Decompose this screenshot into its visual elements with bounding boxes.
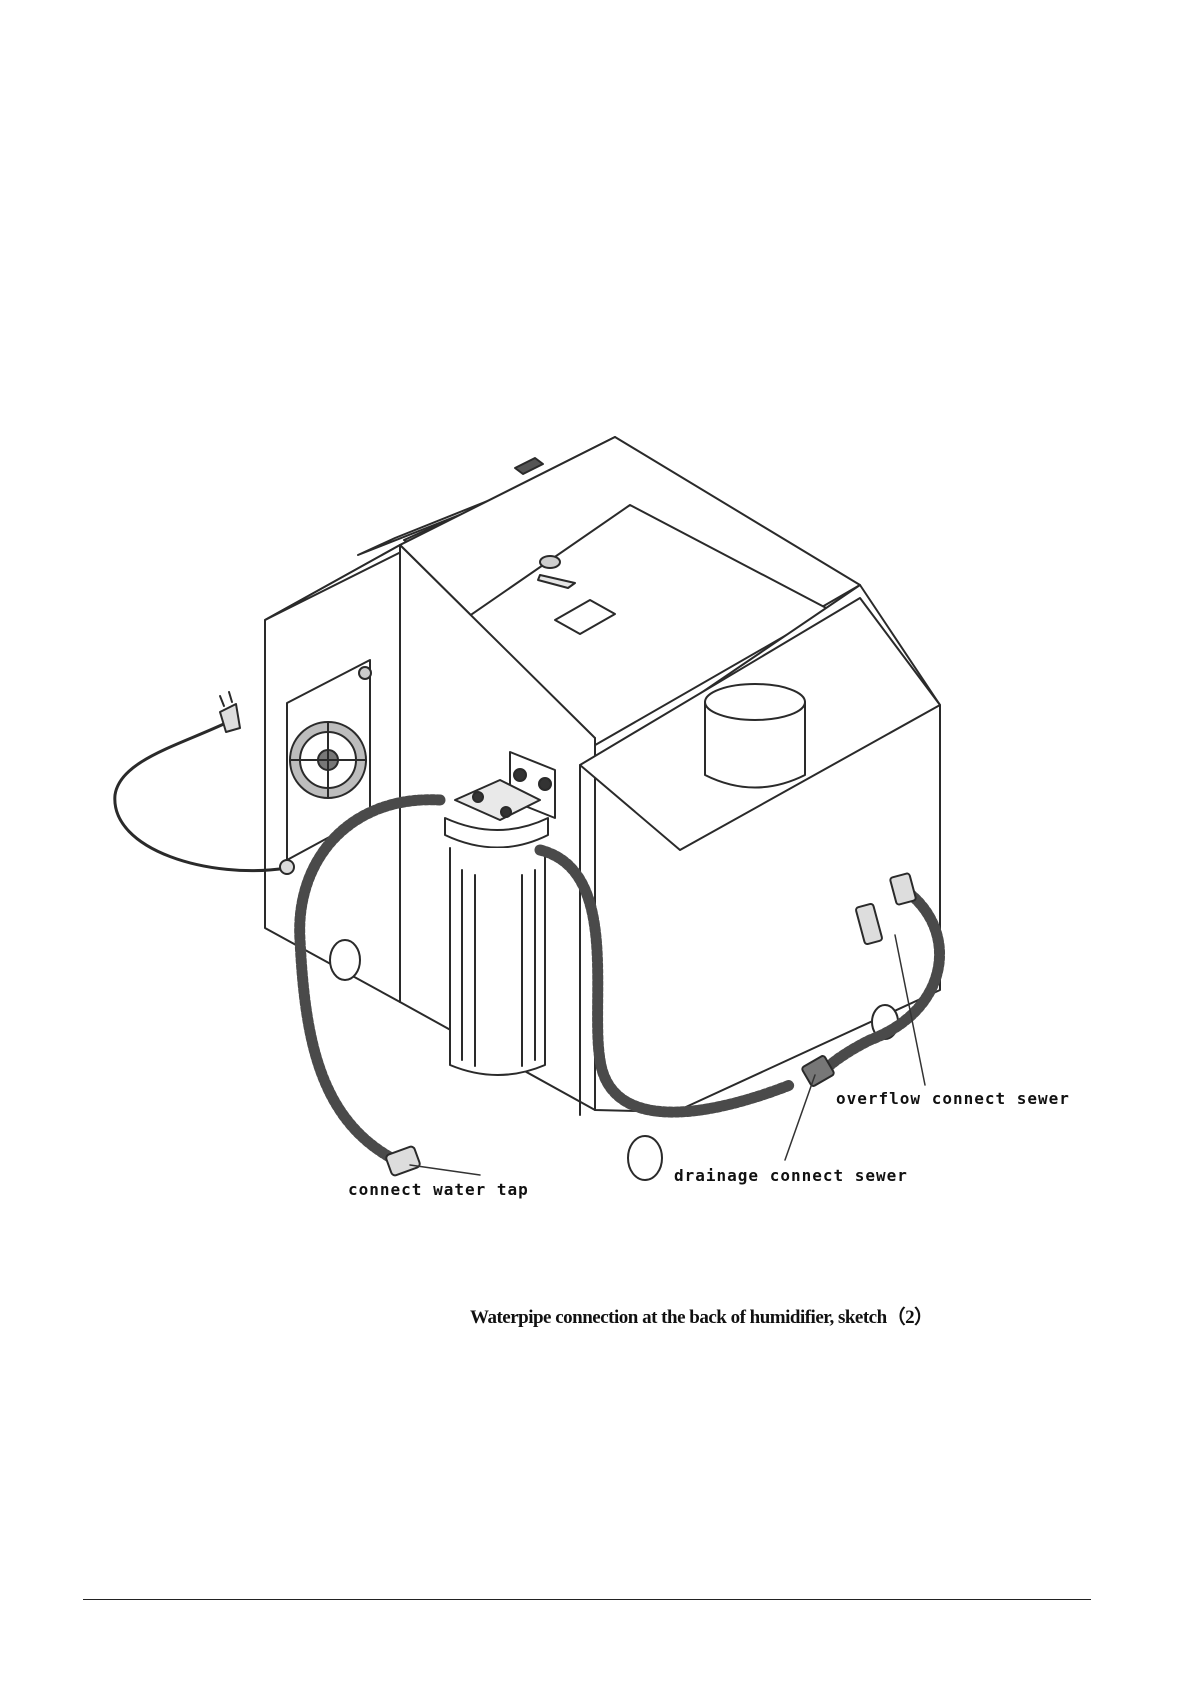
label-overflow-connect-sewer: overflow connect sewer — [836, 1089, 1070, 1108]
knob-icon — [359, 667, 371, 679]
label-connect-water-tap: connect water tap — [348, 1180, 529, 1199]
figure-caption: Waterpipe connection at the back of humi… — [470, 1302, 933, 1329]
label-drainage-connect-sewer: drainage connect sewer — [674, 1166, 908, 1185]
footer-divider — [83, 1599, 1091, 1600]
